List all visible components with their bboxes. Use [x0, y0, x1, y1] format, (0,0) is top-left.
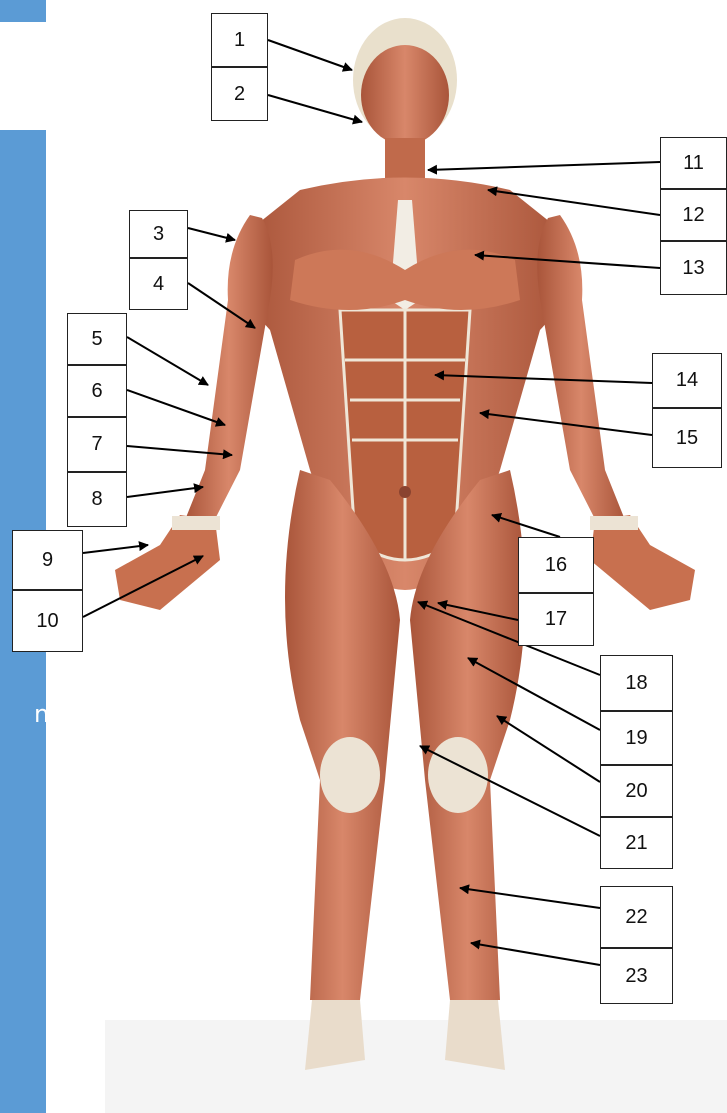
arrow-1: [268, 40, 352, 70]
arrow-3: [188, 228, 235, 240]
label-box-8: 8: [67, 472, 127, 527]
label-box-9: 9: [12, 530, 83, 590]
label-box-10: 10: [12, 590, 83, 652]
arrow-11: [428, 162, 660, 170]
arrow-2: [268, 95, 362, 122]
label-box-11: 11: [660, 137, 727, 189]
label-box-6: 6: [67, 365, 127, 417]
head: [353, 18, 457, 178]
arrow-8: [127, 487, 203, 497]
label-box-13: 13: [660, 241, 727, 295]
label-box-20: 20: [600, 765, 673, 817]
arrow-20: [497, 716, 600, 782]
label-box-14: 14: [652, 353, 722, 408]
label-box-15: 15: [652, 408, 722, 468]
label-box-5: 5: [67, 313, 127, 365]
label-box-17: 17: [518, 593, 594, 646]
label-box-18: 18: [600, 655, 673, 711]
floor-shadow: [105, 1020, 727, 1113]
label-box-3: 3: [129, 210, 188, 258]
label-box-23: 23: [600, 948, 673, 1004]
label-box-16: 16: [518, 537, 594, 593]
label-box-22: 22: [600, 886, 673, 948]
arrow-5: [127, 337, 208, 385]
label-box-1: 1: [211, 13, 268, 67]
arrow-9: [83, 545, 148, 553]
label-box-19: 19: [600, 711, 673, 765]
label-box-7: 7: [67, 417, 127, 472]
label-box-12: 12: [660, 189, 727, 241]
arrow-6: [127, 390, 225, 425]
label-box-21: 21: [600, 817, 673, 869]
label-box-2: 2: [211, 67, 268, 121]
label-box-4: 4: [129, 258, 188, 310]
